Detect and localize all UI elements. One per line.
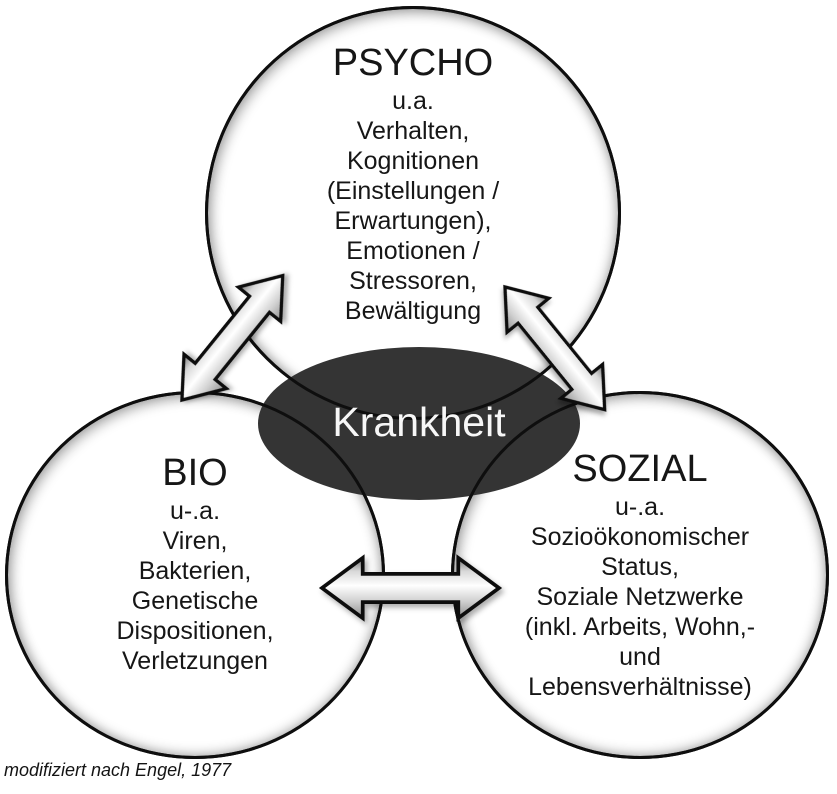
sozial-line: Soziale Netzwerke — [536, 583, 744, 611]
bio-line: u-.a. — [169, 497, 221, 525]
bio-text-block: BIO u-.a. Viren, Bakterien, Genetische D… — [5, 450, 385, 676]
psycho-line: Kognitionen — [346, 147, 480, 175]
sozial-line: Sozioökonomischer — [530, 523, 750, 551]
psycho-line: Emotionen / — [346, 237, 480, 265]
psycho-line: Verhalten, — [356, 117, 470, 145]
psycho-line: Bewältigung — [344, 297, 482, 325]
bio-line: Dispositionen, — [116, 617, 274, 645]
bio-line: Verletzungen — [122, 647, 268, 675]
bio-line: Viren, — [162, 527, 228, 555]
source-caption: modifiziert nach Engel, 1977 — [4, 760, 232, 780]
psycho-line: Erwartungen), — [334, 207, 492, 235]
krankheit-label: Krankheit — [332, 398, 506, 445]
sozial-line: Lebensverhältnisse) — [528, 673, 752, 701]
sozial-title: SOZIAL — [572, 448, 708, 490]
sozial-line: und — [619, 643, 661, 671]
bio-line: Genetische — [131, 587, 259, 615]
bio-title: BIO — [162, 452, 228, 494]
psycho-line: (Einstellungen / — [326, 177, 500, 205]
psycho-title: PSYCHO — [332, 42, 494, 84]
sozial-line: (inkl. Arbeits, Wohn,- — [524, 613, 756, 641]
psycho-text-block: PSYCHO u.a. Verhalten, Kognitionen (Eins… — [205, 40, 621, 326]
sozial-line: u-.a. — [614, 493, 666, 521]
sozial-line: Status, — [601, 553, 679, 581]
psycho-circle-outline — [205, 6, 621, 420]
psycho-line: u.a. — [392, 87, 434, 115]
psycho-line: Stressoren, — [349, 267, 477, 295]
sozial-text-block: SOZIAL u-.a. Sozioökonomischer Status, S… — [451, 446, 829, 702]
bio-line: Bakterien, — [138, 557, 252, 585]
